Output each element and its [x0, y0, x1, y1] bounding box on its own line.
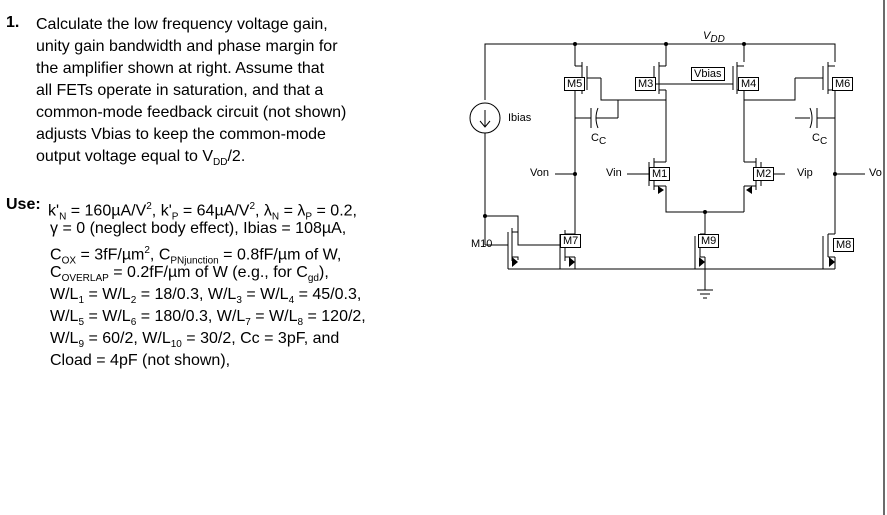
page-edge-divider [883, 0, 885, 515]
param-line: W/L5 = W/L6 = 180/0.3, W/L7 = W/L8 = 120… [50, 308, 366, 329]
use-label: Use: [6, 196, 41, 213]
vip-label: Vip [797, 167, 813, 179]
param-line: γ = 0 (neglect body effect), Ibias = 108… [50, 220, 347, 237]
problem-line: adjusts Vbias to keep the common-mode [36, 126, 326, 143]
param-line: COVERLAP = 0.2fF/µm of W (e.g., for Cgd)… [50, 264, 329, 285]
m7-label: M7 [560, 234, 582, 248]
param-line: Cload = 4pF (not shown), [50, 352, 231, 369]
cc-right-label: CC [812, 132, 828, 148]
problem-line: the amplifier shown at right. Assume tha… [36, 60, 325, 77]
amplifier-schematic: VDD Ibias Vbias Von Vin Vip Vo CC CC M5 … [455, 0, 887, 515]
cc-left-label: CC [591, 132, 607, 148]
vo-label: Vo [869, 167, 882, 179]
ibias-label: Ibias [508, 112, 532, 124]
vin-label: Vin [606, 167, 622, 179]
vbias-label: Vbias [691, 67, 725, 81]
problem-line: common-mode feedback circuit (not shown) [36, 104, 347, 121]
von-label: Von [530, 167, 549, 179]
param-line: W/L1 = W/L2 = 18/0.3, W/L3 = W/L4 = 45/0… [50, 286, 362, 307]
problem-number: 1. [6, 14, 20, 31]
m1-label: M1 [649, 167, 671, 181]
m2-label: M2 [753, 167, 775, 181]
m4-label: M4 [738, 77, 760, 91]
m6-label: M6 [832, 77, 854, 91]
m3-label: M3 [635, 77, 657, 91]
vdd-label: VDD [703, 30, 725, 46]
problem-line: output voltage equal to VDD/2. [36, 148, 246, 169]
m10-label: M10 [471, 238, 493, 250]
m8-label: M8 [833, 238, 855, 252]
schematic-wires [469, 42, 865, 299]
m9-label: M9 [698, 234, 720, 248]
param-line: W/L9 = 60/2, W/L10 = 30/2, Cc = 3pF, and [50, 330, 340, 351]
problem-line: all FETs operate in saturation, and that… [36, 82, 324, 99]
param-line: COX = 3fF/µm2, CPNjunction = 0.8fF/µm of… [50, 245, 342, 267]
problem-line: Calculate the low frequency voltage gain… [36, 16, 328, 33]
problem-line: unity gain bandwidth and phase margin fo… [36, 38, 338, 55]
param-line: k'N = 160µA/V2, k'P = 64µA/V2, λN = λP =… [48, 201, 357, 223]
m5-label: M5 [564, 77, 586, 91]
